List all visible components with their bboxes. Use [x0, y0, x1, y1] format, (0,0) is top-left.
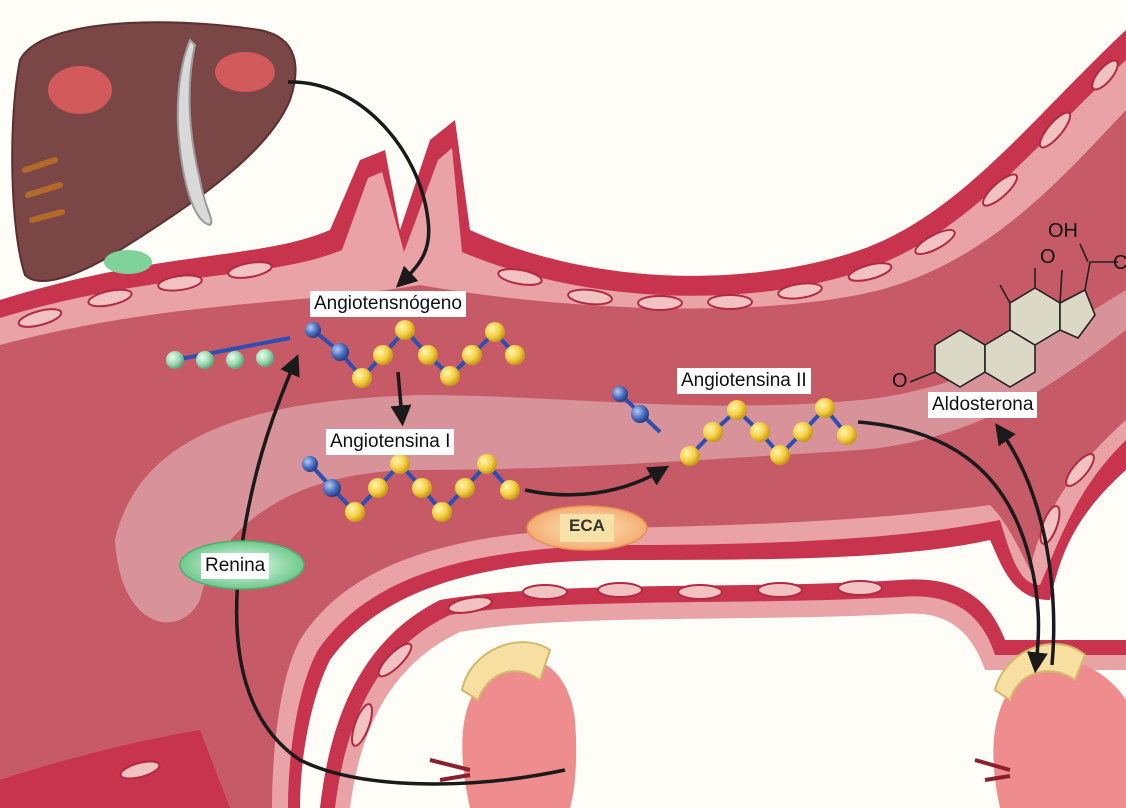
label-renin: Renina: [201, 553, 269, 579]
label-angiotensin-2: Angiotensina II: [677, 368, 811, 394]
atom-oh: OH: [1048, 220, 1078, 243]
liver: [12, 22, 295, 281]
label-aldosterone: Aldosterona: [928, 392, 1037, 418]
label-ace: ECA: [560, 516, 614, 536]
atom-o-right: C: [1113, 252, 1126, 275]
label-angiotensin-1: Angiotensina I: [326, 429, 454, 455]
atom-o-top: O: [1040, 246, 1056, 269]
atom-o-ring: O: [892, 370, 908, 393]
label-angiotensinogen: Angiotensnógeno: [310, 291, 466, 317]
